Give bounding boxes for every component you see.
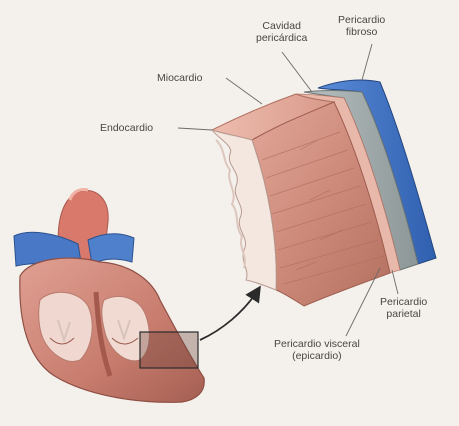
whole-heart	[14, 189, 204, 402]
label-miocardio-text: Miocardio	[157, 72, 203, 84]
label-pericardio-visceral: Pericardio visceral (epicardio)	[274, 338, 360, 362]
label-fibroso-line1: Pericardio	[338, 14, 385, 26]
label-cavidad-pericardica: Cavidad pericárdica	[256, 20, 307, 44]
label-parietal-line1: Pericardio	[380, 296, 427, 308]
wall-section-marker	[140, 332, 198, 368]
label-cavidad-line2: pericárdica	[256, 32, 307, 44]
leader-cavidad	[282, 52, 312, 92]
label-endocardio-text: Endocardio	[100, 122, 153, 134]
label-pericardio-parietal: Pericardio parietal	[380, 296, 427, 320]
leader-fibroso	[362, 44, 372, 80]
vena-cava	[88, 234, 134, 264]
label-visceral-line1: Pericardio visceral	[274, 338, 360, 350]
label-visceral-line2: (epicardio)	[274, 350, 360, 362]
label-pericardio-fibroso: Pericardio fibroso	[338, 14, 385, 38]
leader-endocardio	[178, 128, 212, 130]
label-endocardio: Endocardio	[100, 122, 153, 134]
label-cavidad-line1: Cavidad	[256, 20, 307, 32]
leader-parietal	[392, 270, 398, 294]
zoom-arrow	[200, 290, 258, 340]
label-parietal-line2: parietal	[380, 308, 427, 320]
label-miocardio: Miocardio	[157, 72, 203, 84]
wall-section	[212, 80, 436, 306]
label-fibroso-line2: fibroso	[338, 26, 385, 38]
leader-miocardio	[226, 78, 262, 104]
